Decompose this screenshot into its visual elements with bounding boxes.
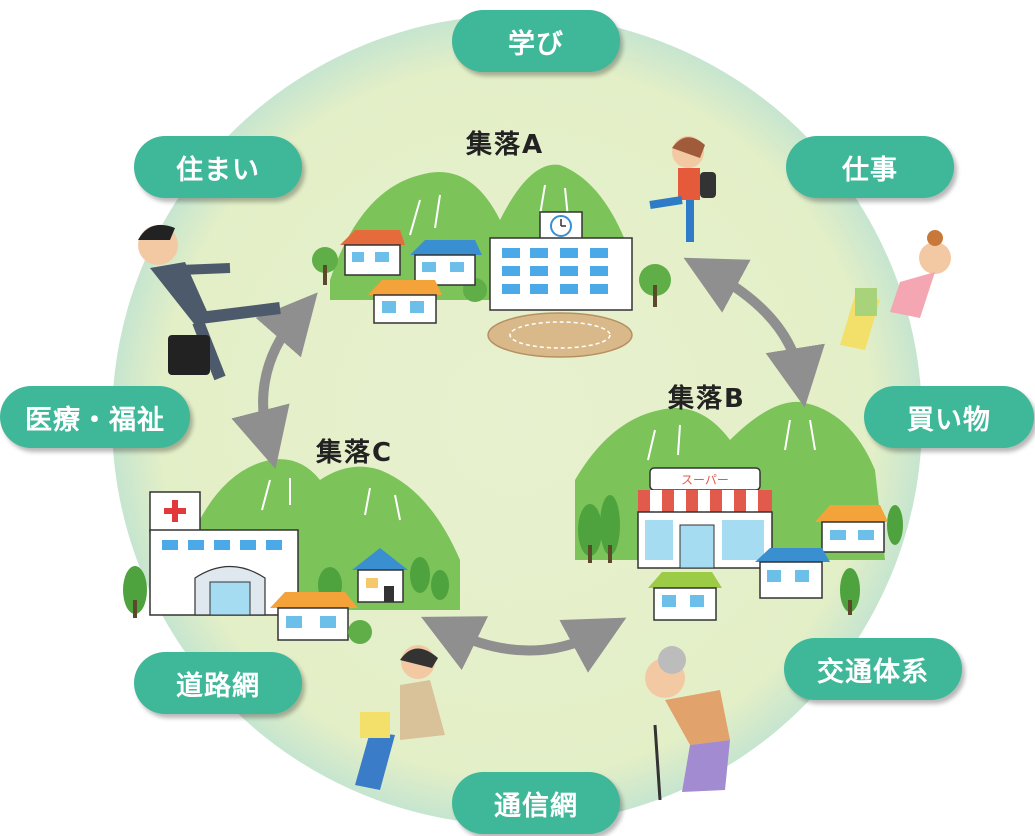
house-icon: [648, 572, 722, 621]
village-b-scene: スーパー: [575, 401, 903, 621]
supermarket-sign: スーパー: [681, 473, 729, 487]
village-a-label: 集落A: [466, 130, 545, 160]
house-icon: [815, 505, 888, 553]
topic-shopping: 買い物: [864, 386, 1034, 448]
house-icon: [410, 240, 482, 286]
topic-medical-welfare: 医療・福祉: [0, 386, 190, 448]
village-a-scene: [312, 164, 671, 358]
hospital-icon: [149, 491, 299, 616]
topic-work: 仕事: [786, 136, 954, 198]
topic-communication-network: 通信網: [452, 772, 620, 834]
topic-road-network: 道路網: [134, 652, 302, 714]
schoolyard: [487, 312, 633, 358]
elderly-woman-figure: [645, 646, 730, 801]
topic-housing: 住まい: [134, 136, 302, 198]
tree-icon: [578, 495, 903, 615]
arrow-a-b: [683, 257, 825, 408]
topic-transport-system: 交通体系: [784, 638, 962, 700]
village-c-label: 集落C: [316, 438, 394, 468]
student-figure: [649, 136, 716, 242]
village-c-scene: [123, 459, 460, 644]
businessman-figure: [138, 224, 281, 381]
house-icon: [270, 592, 358, 641]
woman-shopping-figure: [840, 230, 951, 350]
house-icon: [368, 280, 442, 324]
school-icon: [489, 211, 633, 311]
house-icon: [755, 548, 830, 599]
topic-learning: 学び: [452, 10, 620, 72]
arrow-c-b: [421, 616, 627, 673]
house-icon: [340, 230, 405, 276]
arrow-a-c: [231, 292, 318, 470]
supermarket-icon: スーパー: [637, 467, 773, 569]
village-b-label: 集落B: [668, 384, 746, 414]
house-icon: [352, 548, 408, 603]
tree-icon: [312, 247, 671, 307]
woman-with-bag-figure: [355, 645, 445, 790]
